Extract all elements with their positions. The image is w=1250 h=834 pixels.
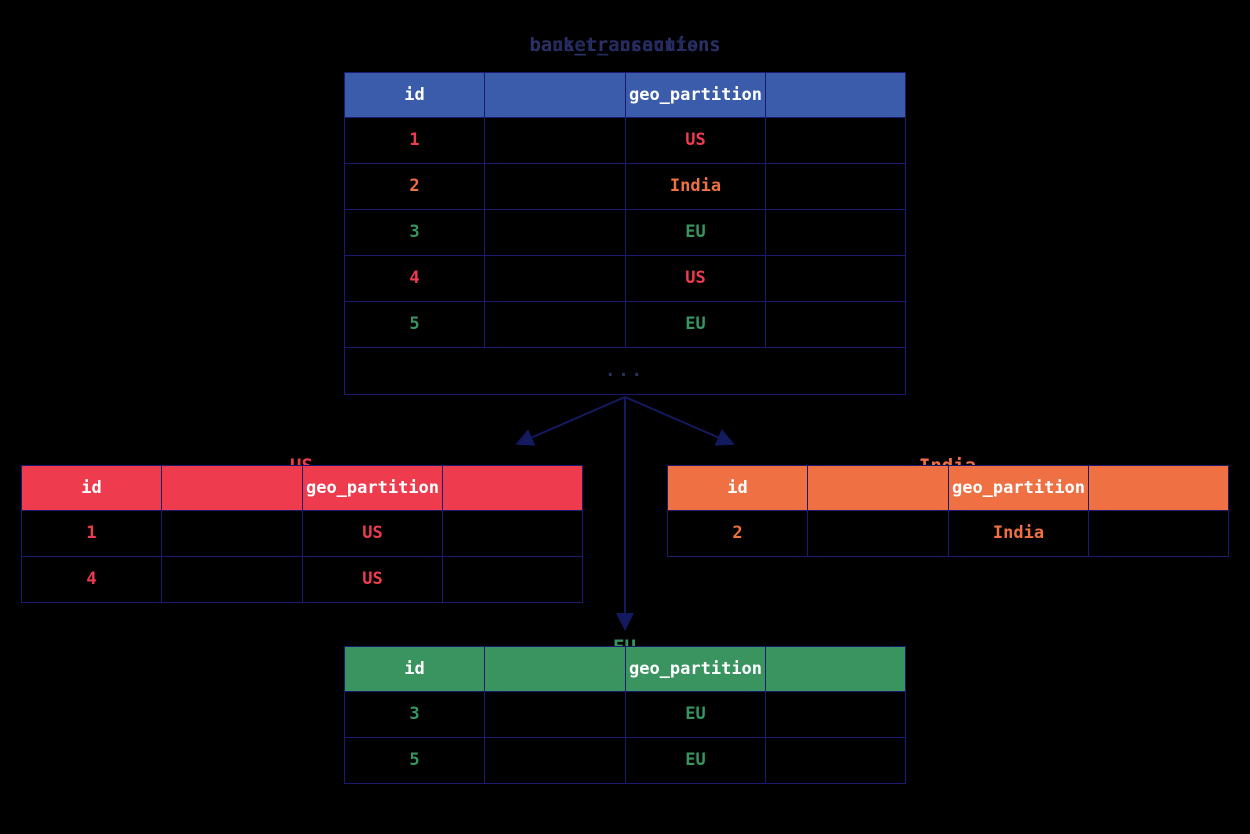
table-row: 4 US [21,556,583,603]
cell-blank-1 [484,255,626,302]
column-header-id: id [344,72,485,118]
cell-blank-1 [807,510,949,557]
cell-geo-partition: EU [625,301,766,348]
cell-id: 1 [344,117,485,164]
column-header-blank-2 [765,72,906,118]
diagram-title-primary: bank_transactions [529,34,721,56]
cell-geo-partition: EU [625,691,766,738]
column-header-geo-partition: geo_partition [302,465,443,511]
cell-blank-2 [765,117,906,164]
column-header-id: id [667,465,808,511]
table-row: 1 US [344,117,906,164]
cell-geo-partition: US [302,556,443,603]
cell-id: 1 [21,510,162,557]
column-header-blank-1 [484,646,626,692]
cell-id: 3 [344,691,485,738]
table-row: 3 EU [344,691,906,738]
column-header-id: id [21,465,162,511]
table-row: 3 EU [344,209,906,256]
table-partition-india: id geo_partition 2 India [667,465,1229,557]
table-bank-transactions: id geo_partition 1 US 2 India 3 [344,72,906,395]
column-header-blank-2 [1088,465,1229,511]
cell-id: 2 [667,510,808,557]
cell-id: 4 [21,556,162,603]
table-row: 5 EU [344,737,906,784]
table-header-row: id geo_partition [344,646,906,692]
table-row: 5 EU [344,301,906,348]
column-header-blank-2 [765,646,906,692]
column-header-geo-partition: geo_partition [625,646,766,692]
table-header-row: id geo_partition [21,465,583,511]
cell-id: 5 [344,737,485,784]
cell-blank-1 [484,691,626,738]
column-header-blank-1 [807,465,949,511]
cell-id: 3 [344,209,485,256]
column-header-geo-partition: geo_partition [625,72,766,118]
cell-blank-2 [765,691,906,738]
cell-blank-1 [484,301,626,348]
cell-geo-partition: India [625,163,766,210]
cell-blank-2 [765,301,906,348]
arrow-to-us-partition [515,396,626,446]
table-partition-us: id geo_partition 1 US 4 US [21,465,583,603]
cell-geo-partition: EU [625,737,766,784]
cell-geo-partition: US [625,117,766,164]
table-row: 2 India [344,163,906,210]
more-rows-ellipsis: ... [344,347,906,395]
table-more-rows-row: ... [344,347,906,395]
cell-blank-2 [442,556,583,603]
cell-geo-partition: India [948,510,1089,557]
cell-geo-partition: EU [625,209,766,256]
cell-blank-1 [161,556,303,603]
cell-blank-1 [484,737,626,784]
cell-id: 4 [344,255,485,302]
table-row: 2 India [667,510,1229,557]
cell-blank-2 [765,737,906,784]
cell-blank-1 [161,510,303,557]
diagram-title-secondary: user_accounts [551,34,699,56]
table-header-row: id geo_partition [667,465,1229,511]
table-row: 4 US [344,255,906,302]
table-row: 1 US [21,510,583,557]
cell-blank-1 [484,209,626,256]
column-header-blank-2 [442,465,583,511]
table-header-row: id geo_partition [344,72,906,118]
column-header-geo-partition: geo_partition [948,465,1089,511]
cell-blank-1 [484,117,626,164]
column-header-blank-1 [161,465,303,511]
cell-geo-partition: US [625,255,766,302]
cell-blank-2 [765,255,906,302]
cell-blank-2 [1088,510,1229,557]
arrow-to-india-partition [624,396,735,446]
column-header-id: id [344,646,485,692]
cell-blank-2 [765,163,906,210]
cell-id: 5 [344,301,485,348]
table-partition-eu: id geo_partition 3 EU 5 EU [344,646,906,784]
cell-blank-2 [765,209,906,256]
cell-blank-1 [484,163,626,210]
cell-id: 2 [344,163,485,210]
column-header-blank-1 [484,72,626,118]
cell-blank-2 [442,510,583,557]
cell-geo-partition: US [302,510,443,557]
